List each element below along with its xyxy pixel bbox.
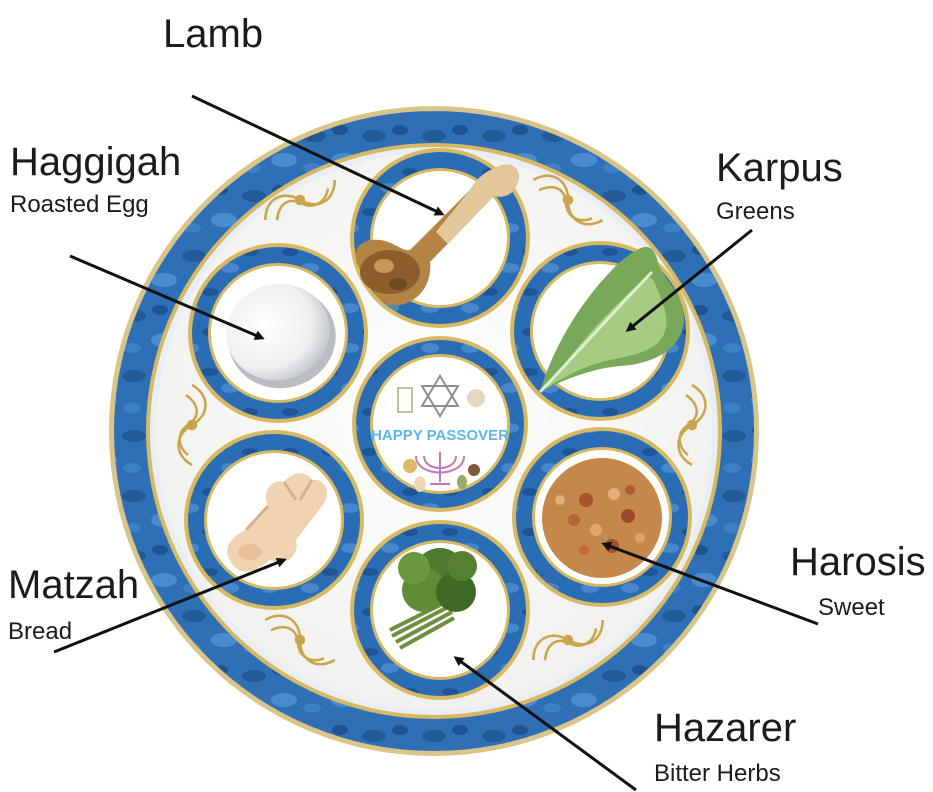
center-dish — [352, 336, 528, 512]
haggigah-title: Haggigah — [10, 142, 181, 182]
harosis-subtitle: Sweet — [818, 596, 885, 620]
haggigah-subtitle: Roasted Egg — [10, 193, 149, 217]
hazarer-title: Hazarer — [654, 708, 796, 748]
center-text: HAPPY PASSOVER — [371, 427, 509, 444]
lamb-title: Lamb — [163, 14, 263, 54]
matzah-title: Matzah — [8, 565, 139, 605]
matzah-subtitle: Bread — [8, 620, 72, 644]
karpus-subtitle: Greens — [716, 200, 795, 224]
karpus-title: Karpus — [716, 148, 843, 188]
hazarer-subtitle: Bitter Herbs — [654, 762, 781, 786]
harosis-title: Harosis — [790, 542, 926, 582]
